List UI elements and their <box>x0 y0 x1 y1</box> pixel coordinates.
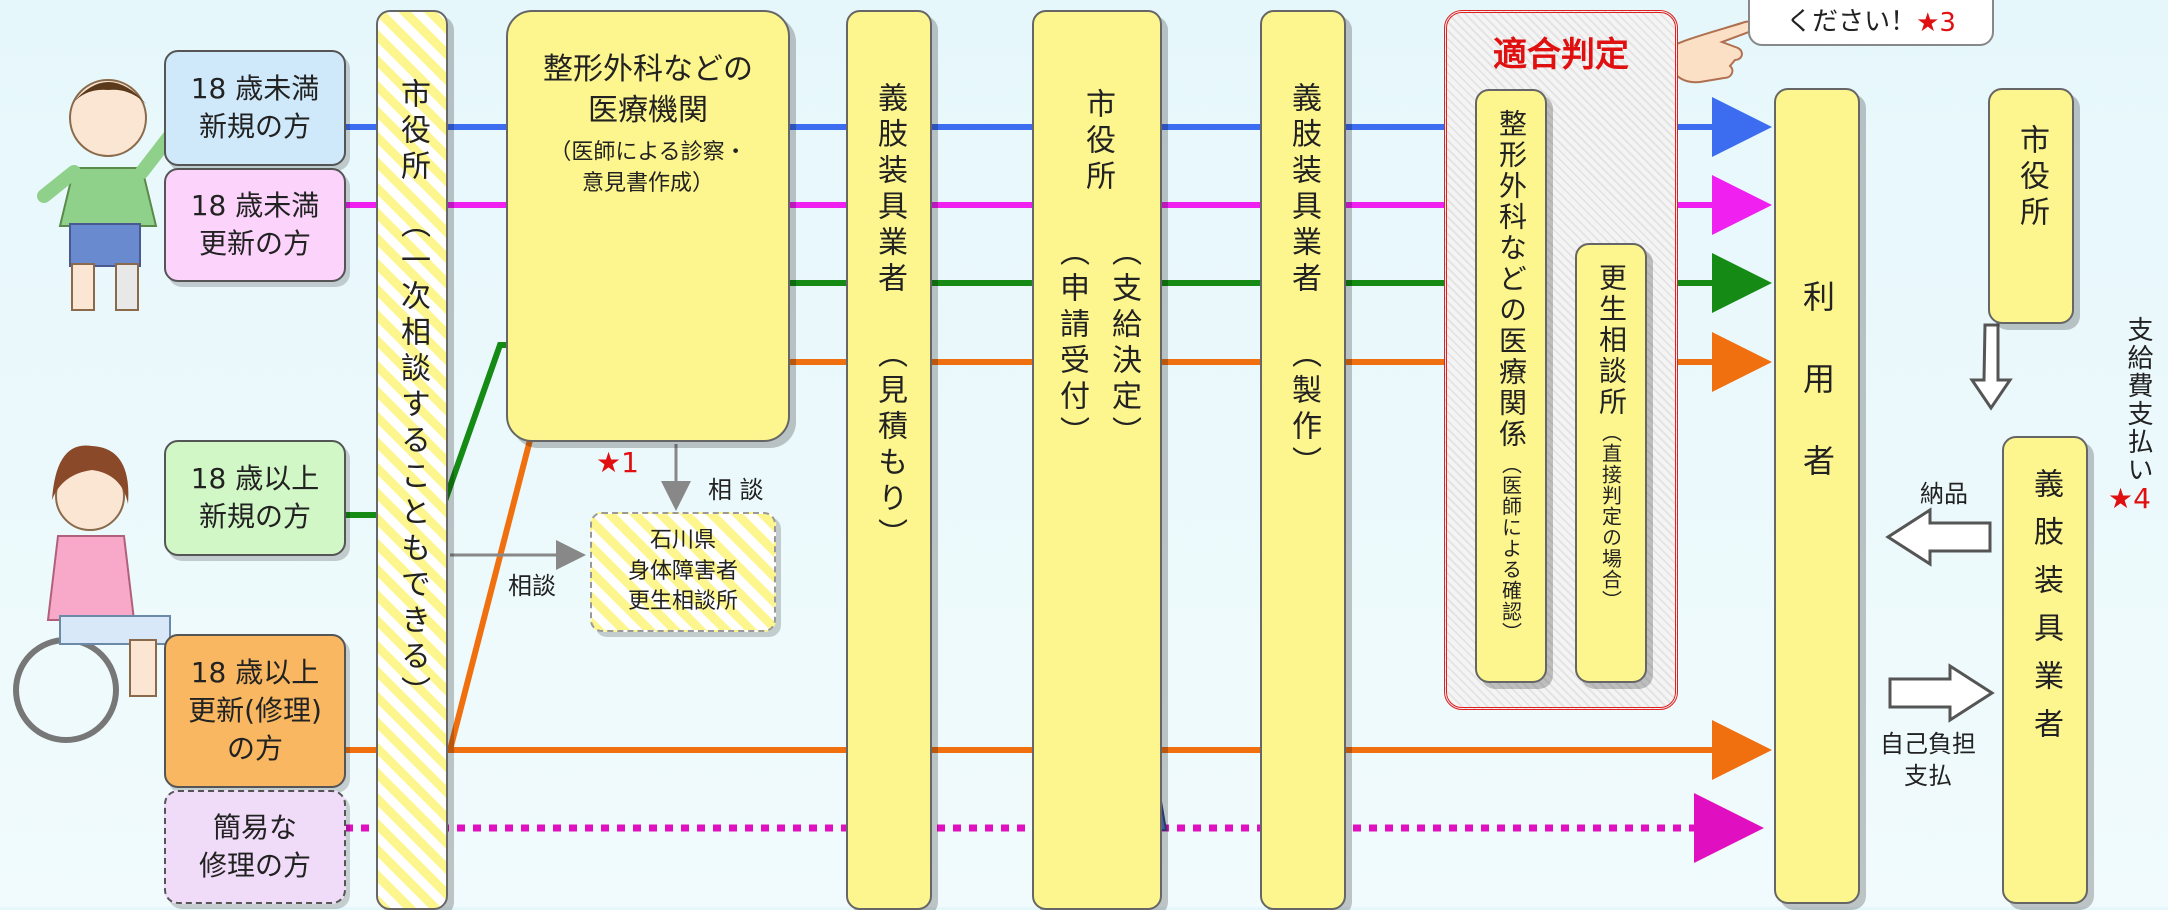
self-pay-line1: 自己負担 <box>1880 730 1976 758</box>
maker-title: 義肢装具業者 <box>1286 82 1321 298</box>
city-hall-decision-note: （支給決定） <box>1106 236 1141 452</box>
city-hall-application: 市役所 （支給決定） （申請受付） <box>1032 10 1162 910</box>
self-pay-line2: 支払 <box>1904 762 1952 791</box>
city-hall-primary-consult: 市役所 （一次相談することもできる） <box>376 10 448 910</box>
self-pay-arrow <box>1888 663 1995 723</box>
prosthetics-maker-estimate: 義肢装具業者 （見積もり） <box>846 10 932 910</box>
judgement-center-note: （直接判定の場合） <box>1598 422 1623 611</box>
delivery-label: 納品 <box>1920 480 1968 508</box>
applicant-simple-repair: 簡易な修理の方 <box>164 790 346 904</box>
applicant-line2: 更新(修理) <box>188 694 322 728</box>
applicant-line1: 18 歳未満 <box>190 189 320 223</box>
applicant-over18-renew: 18 歳以上更新(修理)の方 <box>164 634 346 788</box>
city-hall-title: 市役所 <box>395 78 430 186</box>
maker-title: 義肢装具業者 <box>2028 468 2063 756</box>
applicant-line1: 簡易な <box>212 811 297 845</box>
judgement-medical-note: （医師による確認） <box>1498 454 1523 643</box>
maker-title: 義肢装具業者 <box>872 82 907 298</box>
medical-sub-line1: （医師による診察・ <box>549 140 747 165</box>
applicant-line1: 18 歳以上 <box>190 656 320 690</box>
judgement-title: 適合判定 <box>1493 35 1629 75</box>
maker-note: （見積もり） <box>872 338 907 554</box>
consult-center-line3: 更生相談所 <box>627 589 738 615</box>
applicant-line1: 18 歳未満 <box>190 72 320 106</box>
medical-title-line1: 整形外科などの <box>543 52 753 87</box>
judgement-medical-title: 整形外科などの医療関係 <box>1495 109 1528 450</box>
fitting-judgement-box: 適合判定 整形外科などの医療関係 （医師による確認） 更生相談所 （直接判定の場… <box>1444 10 1678 710</box>
consult-label-side: 相談 <box>508 572 556 600</box>
medical-institution-box: 整形外科などの 医療機関 （医師による診察・ 意見書作成） <box>506 10 790 442</box>
applicant-over18-new: 18 歳以上新規の方 <box>164 440 346 556</box>
payment-label: 支給費支払い <box>2123 316 2153 484</box>
judgement-center-title: 更生相談所 <box>1595 263 1628 418</box>
consult-center-line2: 身体障害者 <box>627 558 738 584</box>
callout-text: ください！ <box>1786 7 1917 37</box>
applicant-line3: の方 <box>226 731 283 765</box>
applicant-line2: 新規の方 <box>198 110 311 143</box>
city-hall-title: 市役所 <box>1080 88 1115 196</box>
applicant-under18-new: 18 歳未満新規の方 <box>164 50 346 166</box>
user-title: 利用者 <box>1798 280 1836 526</box>
applicant-under18-renew: 18 歳未満更新の方 <box>164 168 346 282</box>
medical-institution-title: 整形外科などの 医療機関 <box>508 50 788 131</box>
user-box: 利用者 <box>1774 88 1860 904</box>
city-hall-payment: 市役所 <box>1988 88 2074 324</box>
self-pay-label: 自己負担 支払 <box>1880 728 1976 793</box>
payment-arrow <box>1969 323 2013 411</box>
medical-institution-sub: （医師による診察・ 意見書作成） <box>508 138 788 200</box>
ishikawa-consult-center: 石川県 身体障害者 更生相談所 <box>590 512 776 632</box>
star-1-label: ★1 <box>596 446 639 479</box>
prosthetics-maker-production: 義肢装具業者 （製作） <box>1260 10 1346 910</box>
note-callout: ください！★3 <box>1748 0 1994 46</box>
city-hall-accept-note: （申請受付） <box>1054 236 1089 452</box>
consult-center-line1: 石川県 <box>649 527 716 553</box>
pointing-hand-icon <box>1663 20 1754 84</box>
applicant-line2: 修理の方 <box>198 849 311 882</box>
applicant-line2: 更新の方 <box>198 227 311 260</box>
judgement-medical: 整形外科などの医療関係 （医師による確認） <box>1475 89 1547 683</box>
medical-sub-line2: 意見書作成） <box>581 170 714 196</box>
star-3-label: ★3 <box>1916 8 1956 38</box>
judgement-center: 更生相談所 （直接判定の場合） <box>1575 243 1647 683</box>
applicant-line1: 18 歳以上 <box>190 462 320 496</box>
applicant-line2: 新規の方 <box>198 500 311 533</box>
child-illustration-icon <box>37 79 183 311</box>
delivery-arrow <box>1885 507 1992 567</box>
medical-title-line2: 医療機関 <box>588 92 708 128</box>
city-hall-title: 市役所 <box>2014 124 2049 232</box>
star-4-label: ★4 <box>2108 482 2151 515</box>
maker-note: （製作） <box>1286 338 1321 482</box>
consult-label-down: 相 談 <box>708 476 764 504</box>
wheelchair-user-illustration-icon <box>13 445 171 743</box>
city-hall-note: （一次相談することもできる） <box>395 208 430 712</box>
prosthetics-maker-delivery: 義肢装具業者 <box>2002 436 2088 904</box>
